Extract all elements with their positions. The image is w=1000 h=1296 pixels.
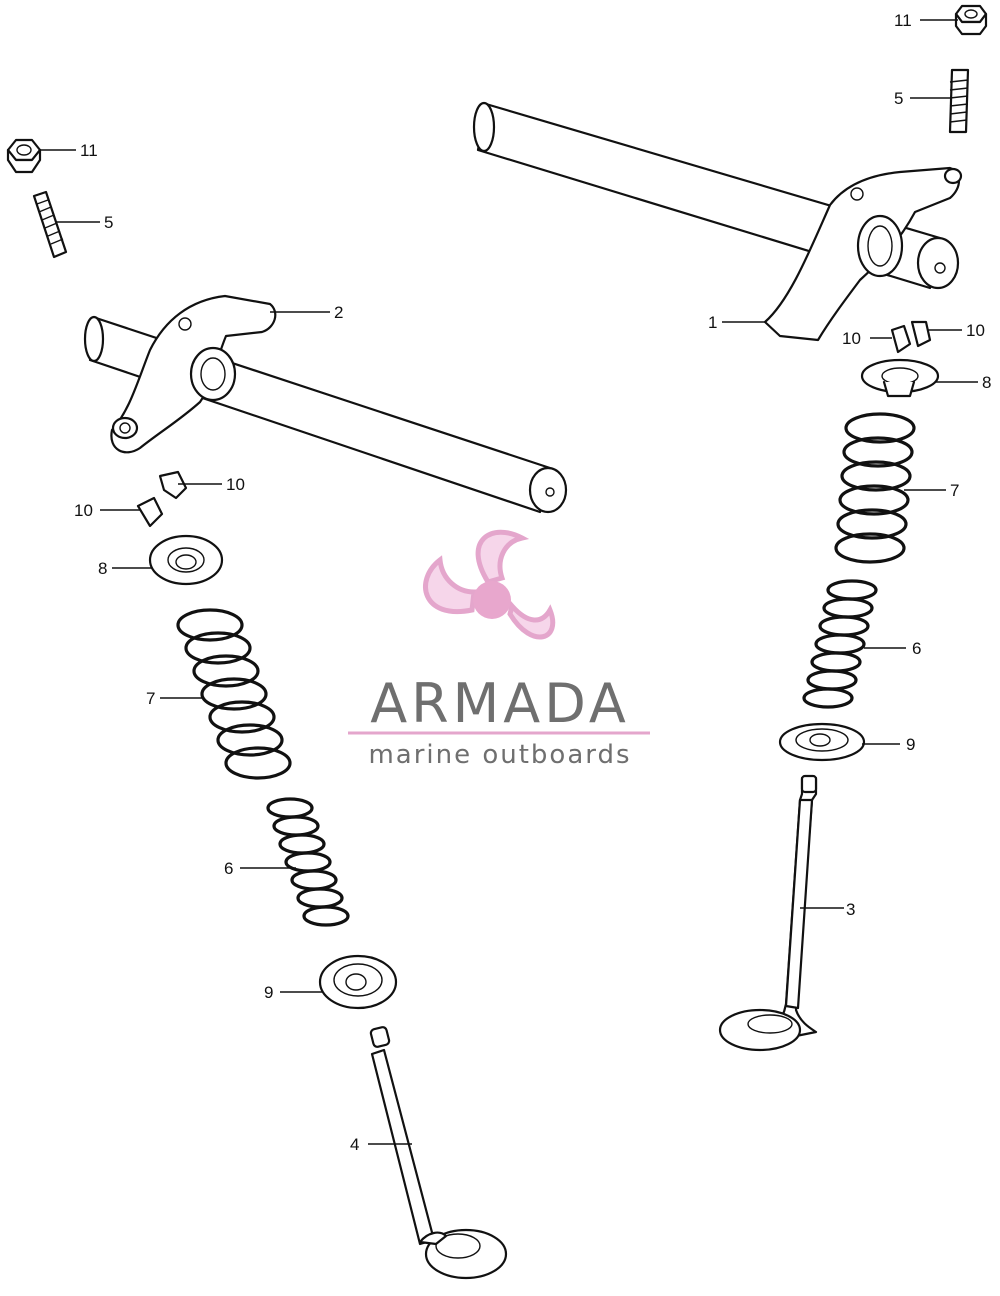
callout-7-right: 7 [950,481,959,500]
right-valve [718,774,818,1052]
callout-10-right-b: 10 [966,321,985,340]
callout-6-left: 6 [224,859,233,878]
callout-6-right: 6 [912,639,921,658]
left-outer-spring [176,608,292,780]
callout-9-right: 9 [906,735,915,754]
callout-8-left: 8 [98,559,107,578]
callout-1: 1 [708,313,717,332]
callout-10-left-a: 10 [226,475,245,494]
callout-8-right: 8 [982,373,991,392]
left-adjusting-screw [32,190,68,259]
propeller-icon [423,529,556,640]
right-inner-spring [802,579,878,709]
callout-11-left: 11 [80,141,98,160]
callout-4: 4 [350,1135,359,1154]
brand-tagline: marine outboards [368,740,631,770]
callout-2: 2 [334,303,343,322]
right-cotters [890,320,932,354]
callout-10-right-a: 10 [842,329,861,348]
right-outer-spring [834,412,916,564]
callout-11-right: 11 [894,11,912,30]
callout-10-left-b: 10 [74,501,93,520]
armada-logo: ARMADA marine outboards [348,529,650,770]
right-rocker-arm [763,166,963,342]
callout-3: 3 [846,900,855,919]
left-nut [6,138,42,174]
callout-9-left: 9 [264,983,273,1002]
right-spring-seat [778,722,866,762]
right-nut [954,4,988,36]
right-spring-retainer [860,358,940,398]
leader-lines [40,19,978,1145]
callout-7-left: 7 [146,689,155,708]
left-inner-spring [266,797,350,927]
left-spring-seat [318,954,398,1010]
right-adjusting-screw [948,68,970,134]
left-valve [369,1026,508,1280]
callout-5-left: 5 [104,213,113,232]
left-rocker-arm [110,294,277,454]
left-spring-retainer [148,534,224,586]
brand-name: ARMADA [370,672,630,735]
left-cotters [136,470,188,528]
callout-5-right: 5 [894,89,903,108]
callout-labels: 1 2 3 4 5 5 6 6 7 7 8 8 9 9 10 10 10 10 … [74,11,991,1154]
